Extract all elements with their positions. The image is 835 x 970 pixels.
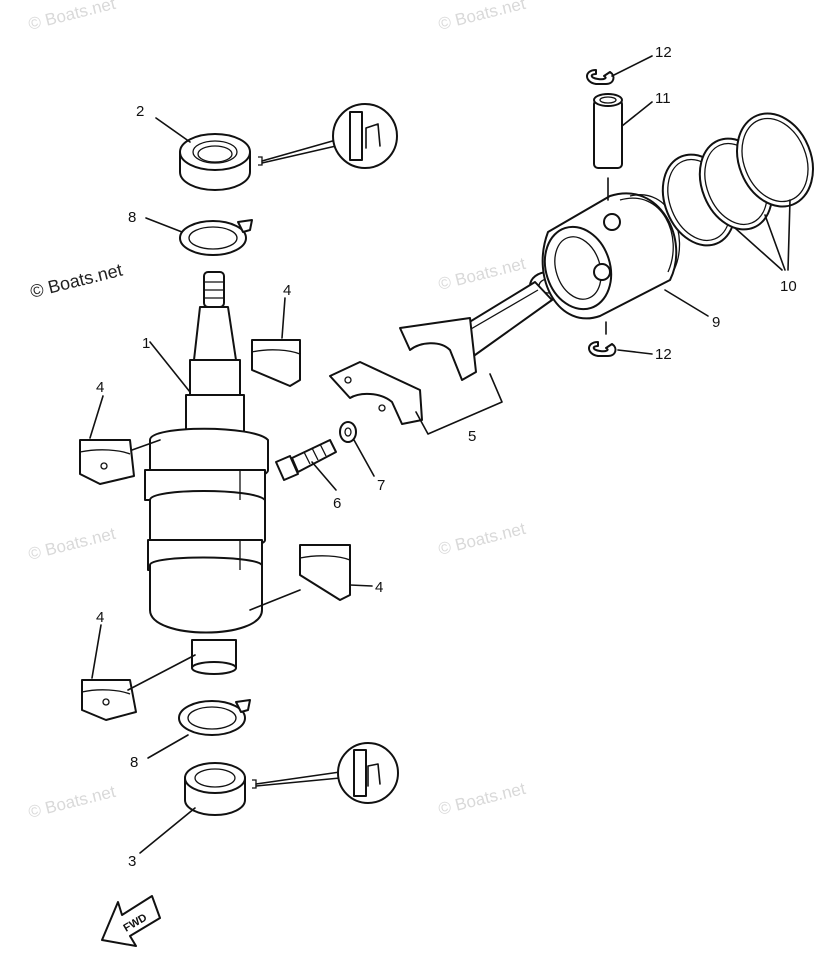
main-bearing-lower-right [299,544,351,601]
main-bearing-upper-left [79,439,135,485]
callout-12-top: 12 [655,44,672,61]
watermark: © Boats.net [26,0,117,34]
callout-10: 10 [780,278,797,295]
circlip-bottom [588,321,617,357]
callout-4-lower-right: 4 [375,579,383,596]
callout-2: 2 [136,103,144,120]
callout-12-bottom: 12 [655,346,672,363]
callout-11: 11 [655,90,671,107]
grease-tube-icon [258,103,398,169]
callout-4-upper-left: 4 [96,379,104,396]
forward-arrow-icon: FWD [101,895,161,947]
watermark: © Boats.net [26,782,117,822]
callout-6: 6 [333,495,341,512]
callout-8-bottom: 8 [130,754,138,771]
callout-3: 3 [128,853,136,870]
callout-4-lower-left: 4 [96,609,104,626]
callout-5: 5 [468,428,476,445]
rod-bolt [275,439,337,481]
watermark: © Boats.net [436,519,527,559]
connecting-rod [329,271,567,425]
circlip-top [586,69,615,85]
thrust-washer-top [179,219,253,256]
piston [541,192,681,320]
watermark: © Boats.net [436,254,527,294]
main-bearing-upper-right [251,339,301,387]
watermark: © Boats.net [436,779,527,819]
callout-1: 1 [142,335,150,352]
main-bearing-lower-left [81,679,137,721]
oil-seal-bottom [184,762,246,816]
piston-rings [661,112,814,247]
watermark: © Boats.net [28,260,124,302]
callout-9: 9 [712,314,720,331]
piston-pin [593,93,623,201]
callout-8-top: 8 [128,209,136,226]
watermark: © Boats.net [26,524,117,564]
grease-tube-icon [252,742,399,804]
crankshaft [144,271,269,675]
callout-7: 7 [377,477,385,494]
watermark: © Boats.net [436,0,527,34]
rod-washer [339,421,357,443]
thrust-washer-bottom [178,699,251,736]
callout-4-upper-right: 4 [283,282,291,299]
oil-seal-top [179,133,251,191]
